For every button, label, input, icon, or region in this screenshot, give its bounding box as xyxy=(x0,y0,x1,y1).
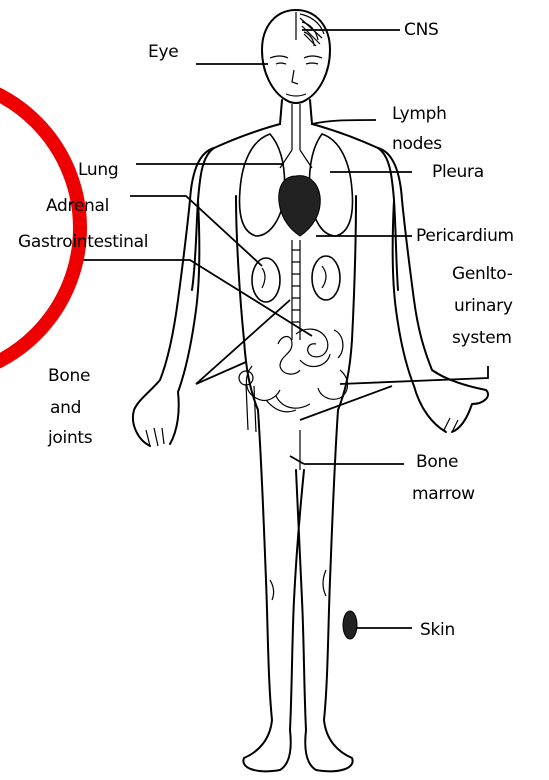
label-genito-1: Genlto- xyxy=(452,264,513,285)
brain-shading xyxy=(296,12,324,46)
leader-bone-marrow xyxy=(290,456,404,464)
label-genito-3: system xyxy=(452,328,512,349)
label-cns: CNS xyxy=(404,20,438,41)
left-arm xyxy=(133,148,214,446)
label-gastrointestinal: Gastrointestinal xyxy=(18,232,148,253)
leader-genito xyxy=(340,366,488,384)
leader-bone-joints-2 xyxy=(196,362,246,384)
left-lung xyxy=(240,134,285,236)
label-bone-marrow-2: marrow xyxy=(412,484,475,505)
heart xyxy=(279,176,320,236)
left-kidney xyxy=(252,258,280,302)
face-features xyxy=(270,56,322,96)
label-lymph-1: Lymph xyxy=(392,104,447,125)
red-highlight-circle xyxy=(0,78,80,378)
label-lung: Lung xyxy=(78,160,118,181)
label-pericardium: Pericardium xyxy=(416,226,514,247)
skin-lesion xyxy=(343,611,357,639)
label-eye: Eye xyxy=(148,42,178,63)
label-adrenal: Adrenal xyxy=(46,196,109,217)
label-pleura: Pleura xyxy=(432,162,484,183)
right-arm xyxy=(378,148,488,432)
label-bone-joints-1: Bone xyxy=(48,366,90,387)
leader-lymph xyxy=(312,120,376,124)
trachea xyxy=(280,104,312,168)
label-lymph-2: nodes xyxy=(392,134,442,155)
label-genito-2: urinary xyxy=(454,296,513,317)
label-skin: Skin xyxy=(420,620,455,641)
label-bone-marrow-1: Bone xyxy=(416,452,458,473)
label-bone-joints-2: and xyxy=(50,398,81,419)
label-bone-joints-3: joints xyxy=(48,428,92,449)
